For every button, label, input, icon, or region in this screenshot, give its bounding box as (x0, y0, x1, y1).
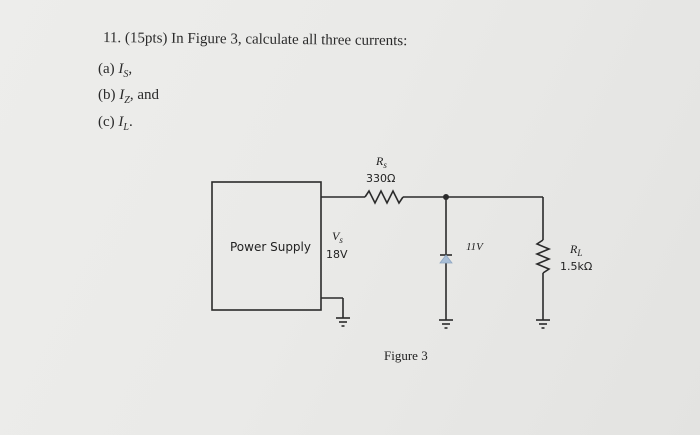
zener-value: 11V (466, 241, 484, 253)
part-c: (c) IL. (98, 114, 133, 133)
part-c-tail: . (128, 114, 133, 130)
part-b-var: I (119, 87, 125, 103)
part-b-sub: Z (124, 95, 130, 106)
part-a-label: (a) (98, 61, 115, 77)
power-supply-box (211, 181, 322, 311)
part-b-label: (b) (98, 87, 116, 103)
resistor-rl (534, 239, 552, 274)
rs-label: Rs (375, 154, 387, 170)
part-a-tail: , (128, 61, 133, 77)
rs-value: 330Ω (366, 172, 395, 185)
part-b: (b) IZ, and (98, 87, 159, 106)
part-c-var: I (118, 114, 124, 130)
part-c-label: (c) (98, 114, 115, 130)
part-a: (a) IS, (98, 61, 132, 80)
power-supply-label: Power Supply (230, 240, 311, 254)
part-a-var: I (118, 61, 124, 77)
junction-dot (443, 194, 449, 200)
rl-value: 1.5kΩ (560, 260, 592, 273)
part-a-sub: S (123, 69, 129, 80)
part-c-sub: L (123, 122, 129, 133)
vs-value: 18V (326, 248, 348, 261)
rl-label: RL (569, 242, 582, 258)
resistor-rs (364, 189, 404, 205)
part-b-tail: , and (129, 87, 159, 103)
zener-diode-icon (439, 254, 453, 264)
figure-caption: Figure 3 (384, 348, 428, 363)
vs-label: Vs (332, 229, 343, 245)
